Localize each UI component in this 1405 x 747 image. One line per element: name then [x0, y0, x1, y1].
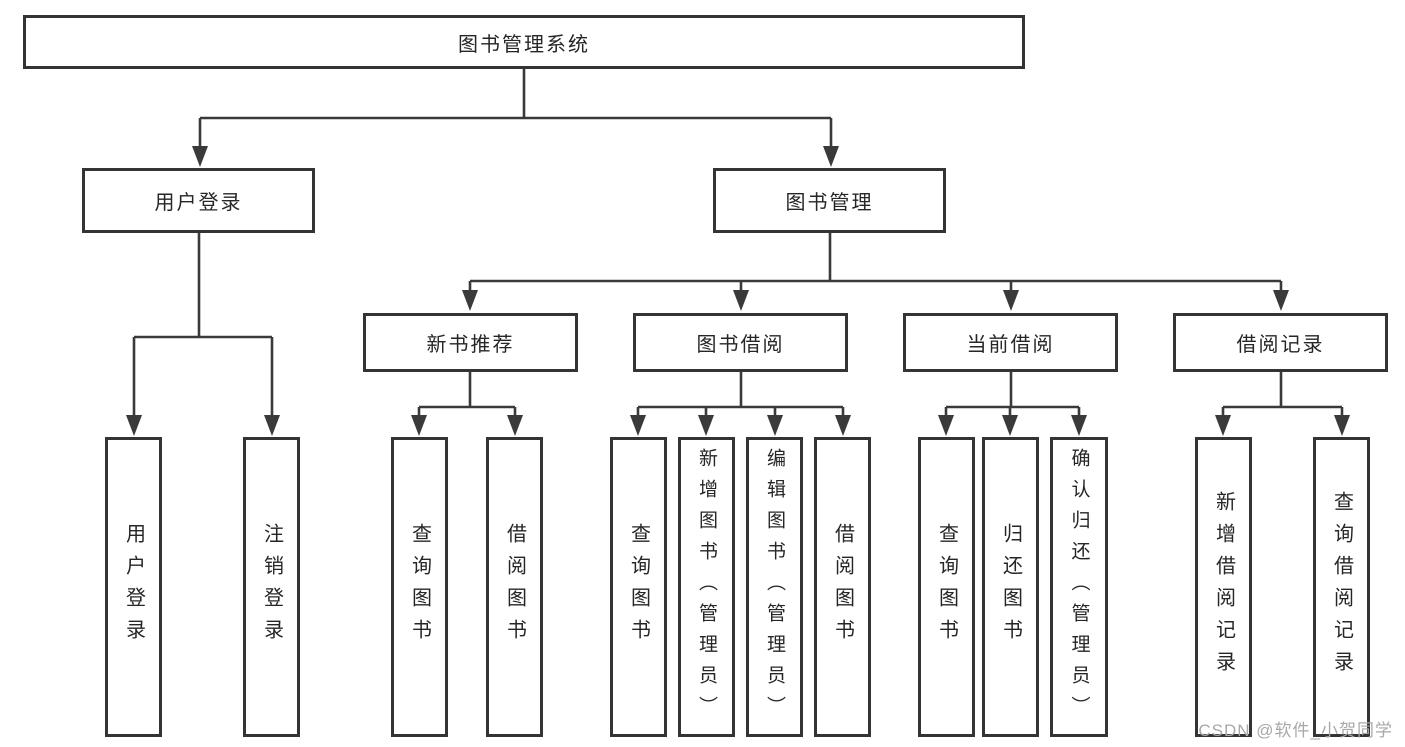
- leaf-user-login-label: 用户登录: [122, 523, 145, 651]
- leaf-confirm-return-admin-label: 确认归还（管理员）: [1068, 447, 1090, 727]
- leaf-query-books-borrowing-label: 查询图书: [627, 523, 650, 651]
- node-new-book-recommend: 新书推荐: [363, 313, 578, 372]
- leaf-logout: 注销登录: [243, 437, 300, 737]
- node-book-borrowing: 图书借阅: [633, 313, 848, 372]
- node-user-login: 用户登录: [82, 168, 315, 233]
- leaf-confirm-return-admin: 确认归还（管理员）: [1050, 437, 1108, 737]
- leaf-query-borrow-record: 查询借阅记录: [1313, 437, 1370, 737]
- leaf-edit-book-admin: 编辑图书（管理员）: [746, 437, 803, 737]
- leaf-add-borrow-record-label: 新增借阅记录: [1212, 491, 1235, 683]
- node-user-login-label: 用户登录: [154, 192, 243, 214]
- leaf-return-book: 归还图书: [982, 437, 1039, 737]
- node-root: 图书管理系统: [23, 15, 1025, 69]
- node-root-label: 图书管理系统: [458, 33, 590, 56]
- node-book-management-label: 图书管理: [785, 192, 874, 214]
- leaf-edit-book-admin-label: 编辑图书（管理员）: [764, 447, 785, 727]
- node-current-borrowing: 当前借阅: [903, 313, 1118, 372]
- leaf-borrow-books-recommend: 借阅图书: [486, 437, 543, 737]
- leaf-user-login: 用户登录: [105, 437, 162, 737]
- node-borrowing-records-label: 借阅记录: [1236, 334, 1325, 356]
- leaf-add-book-admin: 新增图书（管理员）: [678, 437, 735, 737]
- node-book-management: 图书管理: [713, 168, 946, 233]
- leaf-query-books-recommend-label: 查询图书: [408, 523, 431, 651]
- leaf-query-books-current-label: 查询图书: [935, 523, 958, 651]
- node-borrowing-records: 借阅记录: [1173, 313, 1388, 372]
- leaf-query-books-recommend: 查询图书: [391, 437, 448, 737]
- node-new-book-recommend-label: 新书推荐: [426, 334, 515, 356]
- leaf-return-book-label: 归还图书: [999, 523, 1022, 651]
- leaf-query-books-borrowing: 查询图书: [610, 437, 667, 737]
- node-current-borrowing-label: 当前借阅: [966, 334, 1055, 356]
- csdn-watermark: CSDN @软件_小贺同学: [1198, 721, 1393, 740]
- leaf-borrow-books-borrowing: 借阅图书: [814, 437, 871, 737]
- node-book-borrowing-label: 图书借阅: [696, 334, 785, 356]
- leaf-add-book-admin-label: 新增图书（管理员）: [696, 447, 717, 727]
- leaf-logout-label: 注销登录: [260, 523, 283, 651]
- leaf-borrow-books-borrowing-label: 借阅图书: [831, 523, 854, 651]
- leaf-query-books-current: 查询图书: [918, 437, 975, 737]
- leaf-borrow-books-recommend-label: 借阅图书: [503, 523, 526, 651]
- leaf-add-borrow-record: 新增借阅记录: [1195, 437, 1252, 737]
- leaf-query-borrow-record-label: 查询借阅记录: [1330, 491, 1353, 683]
